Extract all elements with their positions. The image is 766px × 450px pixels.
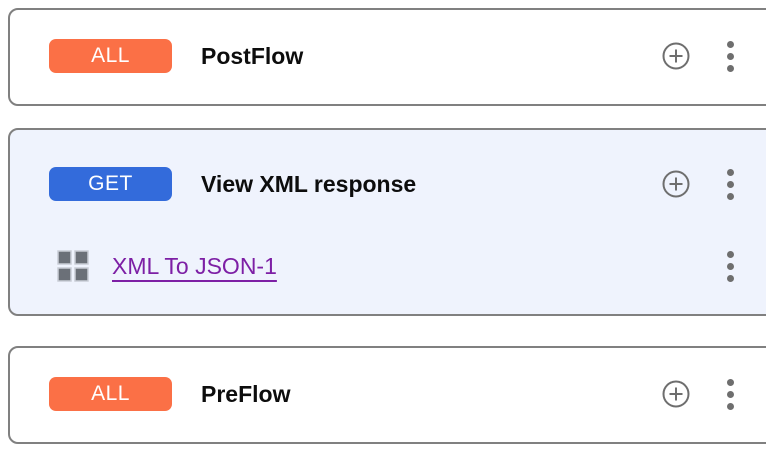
method-badge-all: ALL [49,377,172,411]
kebab-dot [726,192,734,200]
flow-row-actions [658,156,748,212]
kebab-dot [726,64,734,72]
kebab-dot [726,250,734,258]
flow-name: View XML response [201,170,417,197]
plus-circle-icon[interactable] [658,166,694,202]
policy-link-xml-to-json[interactable]: XML To JSON-1 [112,252,277,279]
method-badge-all: ALL [49,39,172,73]
kebab-menu-icon[interactable] [712,376,748,412]
kebab-dot [726,40,734,48]
policy-row-actions [712,238,748,294]
flow-name: PostFlow [201,42,304,69]
flow-name: PreFlow [201,380,291,407]
kebab-dot [726,274,734,282]
policy-row[interactable]: XML To JSON-1 [10,238,766,294]
kebab-dot [726,390,734,398]
kebab-dot [726,402,734,410]
method-badge-get: GET [49,167,172,201]
kebab-menu-icon[interactable] [712,248,748,284]
flow-header-row[interactable]: GET View XML response [10,156,766,212]
kebab-dot [726,52,734,60]
flow-header-row[interactable]: ALL PreFlow [10,366,766,422]
kebab-menu-icon[interactable] [712,38,748,74]
flow-card-view-xml-response[interactable]: GET View XML response [8,128,766,316]
flow-row-actions [658,28,748,84]
flow-card-postflow[interactable]: ALL PostFlow [8,8,766,106]
flow-card-preflow[interactable]: ALL PreFlow [8,346,766,444]
kebab-dot [726,262,734,270]
plus-circle-icon[interactable] [658,38,694,74]
kebab-dot [726,378,734,386]
kebab-menu-icon[interactable] [712,166,748,202]
kebab-dot [726,180,734,188]
kebab-dot [726,168,734,176]
flow-row-actions [658,366,748,422]
plus-circle-icon[interactable] [658,376,694,412]
policy-grid-icon [57,250,89,282]
flow-header-row[interactable]: ALL PostFlow [10,28,766,84]
